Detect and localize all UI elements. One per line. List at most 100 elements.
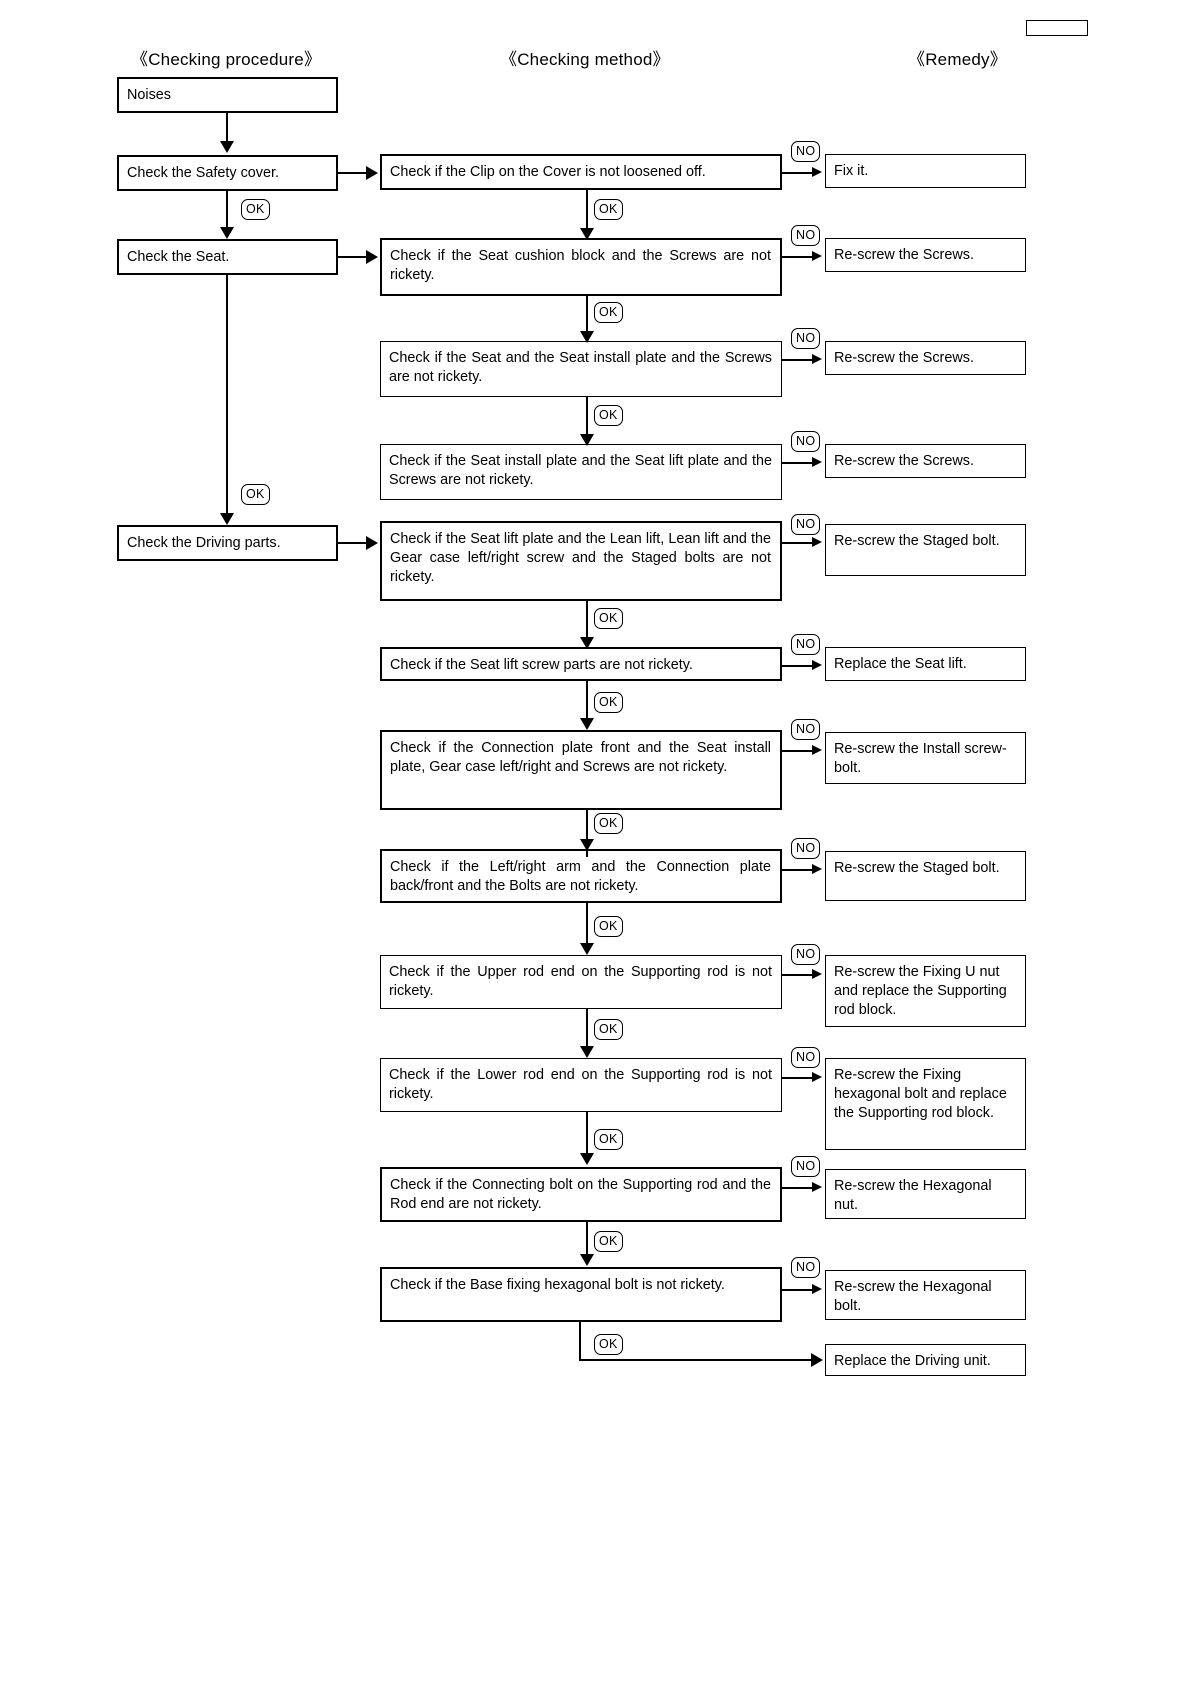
remedy-node-6[interactable]: Replace the Seat lift.	[825, 647, 1026, 681]
arrowhead-method-1-to-2	[580, 228, 594, 240]
label-no-method-9: NO	[791, 944, 821, 965]
method-node-6-label: Check if the Seat lift screw parts are n…	[390, 657, 693, 673]
remedy-node-9-label: Re-screw the Fixing U nut and replace th…	[834, 964, 1007, 1019]
label-no-method-5: NO	[791, 514, 821, 535]
label-ok-seat-to-driving-parts: OK	[241, 484, 270, 505]
procedure-node-driving-parts[interactable]: Check the Driving parts.	[117, 525, 338, 561]
label-no-method-3: NO	[791, 328, 821, 349]
method-node-10[interactable]: Check if the Lower rod end on the Suppor…	[380, 1058, 782, 1112]
connector-method-9-to-10	[586, 1009, 588, 1051]
connector-method-10-to-remedy-10	[782, 1077, 818, 1079]
remedy-node-13-label: Replace the Driving unit.	[834, 1353, 991, 1369]
connector-method-5-to-remedy-5	[782, 542, 818, 544]
method-node-11[interactable]: Check if the Connecting bolt on the Supp…	[380, 1167, 782, 1222]
column-header-checking-procedure: 《Checking procedure》	[131, 50, 322, 69]
connector-method-5-to-6	[586, 601, 588, 645]
method-node-9[interactable]: Check if the Upper rod end on the Suppor…	[380, 955, 782, 1009]
column-header-checking-method: 《Checking method》	[500, 50, 670, 69]
method-node-1[interactable]: Check if the Clip on the Cover is not lo…	[380, 154, 782, 190]
arrowhead-method-10-to-remedy-10	[812, 1072, 822, 1082]
method-node-10-label: Check if the Lower rod end on the Suppor…	[389, 1067, 772, 1103]
arrowhead-method-5-to-remedy-5	[812, 537, 822, 547]
label-ok-method-10-to-11: OK	[594, 1129, 623, 1150]
arrowhead-driving-parts-to-method-5	[366, 536, 378, 550]
remedy-node-1-label: Fix it.	[834, 163, 869, 179]
label-ok-method-9-to-10: OK	[594, 1019, 623, 1040]
method-node-7-label: Check if the Connection plate front and …	[390, 740, 771, 776]
connector-method-7-to-8	[586, 810, 588, 857]
arrowhead-method-4-to-remedy-4	[812, 457, 822, 467]
method-node-12[interactable]: Check if the Base fixing hexagonal bolt …	[380, 1267, 782, 1322]
connector-method-10-to-11	[586, 1112, 588, 1160]
remedy-node-13[interactable]: Replace the Driving unit.	[825, 1344, 1026, 1376]
remedy-node-4[interactable]: Re-screw the Screws.	[825, 444, 1026, 478]
procedure-node-seat-label: Check the Seat.	[127, 249, 230, 265]
arrowhead-method-9-to-remedy-9	[812, 969, 822, 979]
arrowhead-seat-to-driving-parts	[220, 513, 234, 525]
connector-method-7-to-remedy-7	[782, 750, 818, 752]
method-node-7[interactable]: Check if the Connection plate front and …	[380, 730, 782, 810]
method-node-12-label: Check if the Base fixing hexagonal bolt …	[390, 1277, 725, 1293]
page-corner-box	[1026, 20, 1088, 36]
remedy-node-5[interactable]: Re-screw the Staged bolt.	[825, 524, 1026, 576]
method-node-2-label: Check if the Seat cushion block and the …	[390, 248, 771, 284]
connector-method-12-to-remedy-12	[782, 1289, 818, 1291]
arrowhead-method-1-to-remedy-1	[812, 167, 822, 177]
method-node-6[interactable]: Check if the Seat lift screw parts are n…	[380, 647, 782, 681]
arrowhead-safety-cover-to-seat	[220, 227, 234, 239]
label-ok-method-7-to-8: OK	[594, 813, 623, 834]
connector-method-8-to-9	[586, 903, 588, 952]
label-ok-method-2-to-3: OK	[594, 302, 623, 323]
column-header-remedy: 《Remedy》	[908, 50, 1007, 69]
label-no-method-1: NO	[791, 141, 821, 162]
remedy-node-12[interactable]: Re-screw the Hexagonal bolt.	[825, 1270, 1026, 1320]
arrowhead-method-7-to-8	[580, 839, 594, 851]
method-node-5[interactable]: Check if the Seat lift plate and the Lea…	[380, 521, 782, 601]
connector-method-1-to-remedy-1	[782, 172, 818, 174]
remedy-node-8[interactable]: Re-screw the Staged bolt.	[825, 851, 1026, 901]
remedy-node-2-label: Re-screw the Screws.	[834, 247, 974, 263]
remedy-node-10-label: Re-screw the Fixing hexagonal bolt and r…	[834, 1067, 1007, 1122]
remedy-node-11[interactable]: Re-screw the Hexagonal nut.	[825, 1169, 1026, 1219]
method-node-5-label: Check if the Seat lift plate and the Lea…	[390, 531, 771, 586]
label-ok-method-8-to-9: OK	[594, 916, 623, 937]
connector-method-3-to-remedy-3	[782, 359, 818, 361]
method-node-2[interactable]: Check if the Seat cushion block and the …	[380, 238, 782, 296]
arrowhead-method-5-to-6	[580, 637, 594, 649]
remedy-node-2[interactable]: Re-screw the Screws.	[825, 238, 1026, 272]
remedy-node-3[interactable]: Re-screw the Screws.	[825, 341, 1026, 375]
procedure-node-noises[interactable]: Noises	[117, 77, 338, 113]
arrowhead-method-9-to-10	[580, 1046, 594, 1058]
method-node-8[interactable]: Check if the Left/right arm and the Conn…	[380, 849, 782, 903]
label-no-method-10: NO	[791, 1047, 821, 1068]
method-node-3[interactable]: Check if the Seat and the Seat install p…	[380, 341, 782, 397]
remedy-node-1[interactable]: Fix it.	[825, 154, 1026, 188]
remedy-node-9[interactable]: Re-screw the Fixing U nut and replace th…	[825, 955, 1026, 1027]
remedy-node-6-label: Replace the Seat lift.	[834, 656, 967, 672]
method-node-4[interactable]: Check if the Seat install plate and the …	[380, 444, 782, 500]
arrowhead-method-10-to-11	[580, 1153, 594, 1165]
label-ok-method-6-to-7: OK	[594, 692, 623, 713]
arrowhead-method-8-to-9	[580, 943, 594, 955]
connector-driving-parts-to-method-5	[338, 542, 368, 544]
remedy-node-5-label: Re-screw the Staged bolt.	[834, 533, 1000, 549]
method-node-3-label: Check if the Seat and the Seat install p…	[389, 350, 772, 386]
procedure-node-driving-parts-label: Check the Driving parts.	[127, 535, 281, 551]
remedy-node-7[interactable]: Re-screw the Install screw-bolt.	[825, 732, 1026, 784]
procedure-node-seat[interactable]: Check the Seat.	[117, 239, 338, 275]
connector-method-1-to-2	[586, 190, 588, 230]
label-no-method-4: NO	[791, 431, 821, 452]
method-node-9-label: Check if the Upper rod end on the Suppor…	[389, 964, 772, 1000]
remedy-node-10[interactable]: Re-screw the Fixing hexagonal bolt and r…	[825, 1058, 1026, 1150]
label-ok-method-3-to-4: OK	[594, 405, 623, 426]
connector-method-9-to-remedy-9	[782, 974, 818, 976]
label-no-method-6: NO	[791, 634, 821, 655]
arrowhead-method-11-to-remedy-11	[812, 1182, 822, 1192]
connector-method-12-to-final-remedy-vertical	[579, 1322, 581, 1361]
procedure-node-safety-cover[interactable]: Check the Safety cover.	[117, 155, 338, 191]
label-no-method-7: NO	[791, 719, 821, 740]
label-no-method-12: NO	[791, 1257, 821, 1278]
arrowhead-seat-to-method-2	[366, 250, 378, 264]
arrowhead-method-12-to-remedy-12	[812, 1284, 822, 1294]
